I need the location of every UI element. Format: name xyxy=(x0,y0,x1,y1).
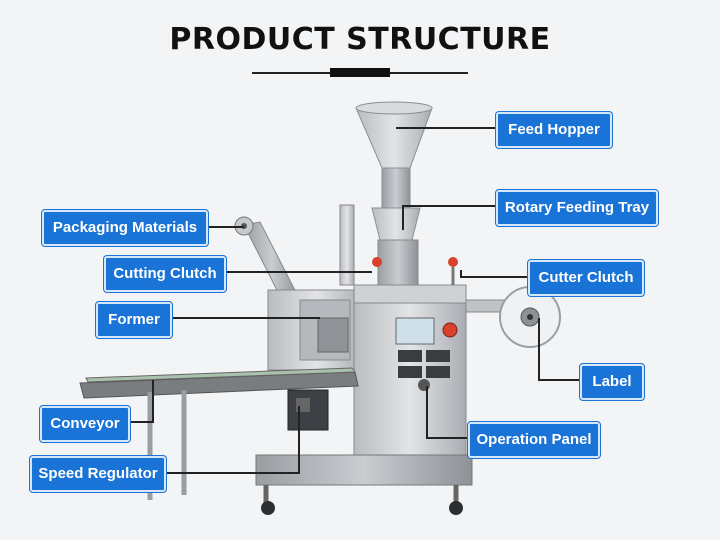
leader-packaging-materials xyxy=(206,226,244,228)
leader-feed-hopper xyxy=(396,127,496,129)
leader-cutter-clutch xyxy=(460,276,530,278)
leader-speed-regulator-vertical xyxy=(298,406,300,474)
label-feed-hopper: Feed Hopper xyxy=(496,112,612,148)
leader-conveyor xyxy=(128,421,152,423)
leader-cutting-clutch xyxy=(222,271,372,273)
leader-operation-panel-horizontal xyxy=(426,437,470,439)
label-operation-panel: Operation Panel xyxy=(468,422,600,458)
leader-speed-regulator xyxy=(162,472,300,474)
label-rotary-feeding-tray: Rotary Feeding Tray xyxy=(496,190,658,226)
label-cutter-clutch: Cutter Clutch xyxy=(528,260,644,296)
page-title: PRODUCT STRUCTURE xyxy=(169,22,551,57)
leader-label xyxy=(538,318,540,380)
leader-rotary-feeding-tray-drop xyxy=(402,205,404,230)
leader-label-horizontal xyxy=(538,379,580,381)
label-speed-regulator: Speed Regulator xyxy=(30,456,166,492)
label-former: Former xyxy=(96,302,172,338)
label-packaging-materials: Packaging Materials xyxy=(42,210,208,246)
leader-cutter-clutch-drop xyxy=(460,270,462,278)
title-underline-accent xyxy=(330,68,390,77)
label-conveyor: Conveyor xyxy=(40,406,130,442)
leader-conveyor-vertical xyxy=(152,380,154,423)
label-label: Label xyxy=(580,364,644,400)
leader-rotary-feeding-tray xyxy=(402,205,498,207)
leader-operation-panel xyxy=(426,386,428,438)
feed-hopper-shape xyxy=(355,101,433,241)
leader-former xyxy=(170,317,320,319)
label-cutting-clutch: Cutting Clutch xyxy=(104,256,226,292)
